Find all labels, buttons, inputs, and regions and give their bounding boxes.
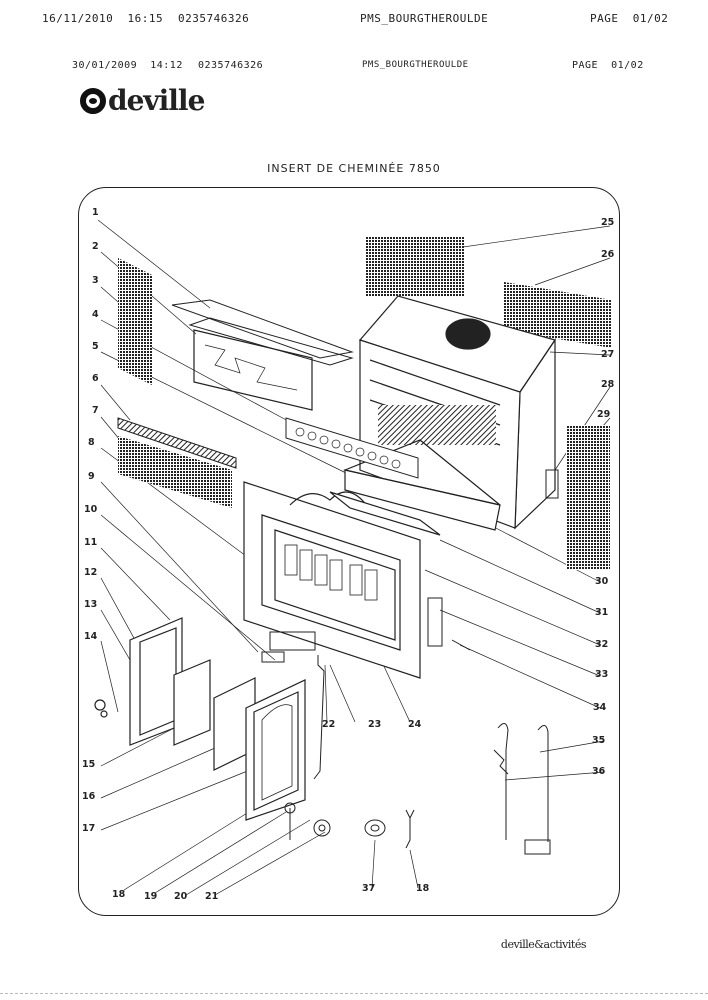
part-number-23: 23 [368, 719, 382, 730]
part-number-9: 9 [88, 471, 95, 482]
part-number-4: 4 [92, 309, 99, 320]
fax-header-2-datetime: 30/01/2009 14:12 [72, 60, 183, 71]
part-number-32: 32 [595, 639, 609, 650]
part-number-24: 24 [408, 719, 422, 730]
door-right [213, 677, 306, 821]
part-number-29: 29 [597, 409, 611, 420]
part-number-22: 22 [322, 719, 336, 730]
part-number-31: 31 [595, 607, 609, 618]
part-number-25: 25 [601, 217, 615, 228]
front-frame [243, 481, 441, 679]
part-number-34: 34 [593, 702, 607, 713]
part-number-2: 2 [92, 241, 99, 252]
part-number-14: 14 [84, 631, 98, 642]
fax-header-1-number: 0235746326 [178, 12, 250, 25]
door-left [94, 617, 211, 746]
fax-bottom-edge [0, 993, 708, 994]
part-number-20: 20 [174, 891, 188, 902]
deville-logo: deville [80, 84, 205, 117]
logo-o-icon [80, 87, 106, 114]
footer-brand: deville&activités [500, 938, 587, 951]
part-number-11: 11 [84, 537, 98, 548]
part-number-10: 10 [84, 504, 98, 515]
part-number-7: 7 [92, 405, 99, 416]
logo-text: deville [108, 84, 205, 117]
part-number-26: 26 [601, 249, 615, 260]
firebox-body [342, 295, 556, 531]
part-number-21: 21 [205, 891, 219, 902]
part-number-5: 5 [92, 341, 99, 352]
part-number-37: 37 [362, 883, 376, 894]
part-number-27: 27 [601, 349, 615, 360]
part-number-19: 19 [144, 891, 158, 902]
fax-header-2-page: PAGE 01/02 [572, 60, 644, 71]
fax-header-2-number: 0235746326 [198, 60, 264, 71]
part-number-17: 17 [82, 823, 96, 834]
part-number-6: 6 [92, 373, 99, 384]
fax-header-1-sender: PMS_BOURGTHEROULDE [360, 12, 489, 25]
part-number-8: 8 [88, 437, 95, 448]
part-number-3: 3 [92, 275, 99, 286]
fax-header-2-sender: PMS_BOURGTHEROULDE [362, 60, 469, 70]
diagram-frame [78, 187, 620, 916]
fax-header-1-page: PAGE 01/02 [590, 12, 669, 25]
part-number-18-bottom: 18 [416, 883, 430, 894]
part-number-36: 36 [592, 766, 606, 777]
part-number-18: 18 [112, 889, 126, 900]
part-number-35: 35 [592, 735, 606, 746]
part-number-30: 30 [595, 576, 609, 587]
part-number-13: 13 [84, 599, 98, 610]
part-number-12: 12 [84, 567, 98, 578]
part-number-15: 15 [82, 759, 96, 770]
part-number-1: 1 [92, 207, 99, 218]
part-number-16: 16 [82, 791, 96, 802]
diagram-title: INSERT DE CHEMINÉE 7850 [267, 162, 441, 175]
fax-header-1-datetime: 16/11/2010 16:15 [42, 12, 164, 25]
part-number-33: 33 [595, 669, 609, 680]
part-number-28: 28 [601, 379, 615, 390]
